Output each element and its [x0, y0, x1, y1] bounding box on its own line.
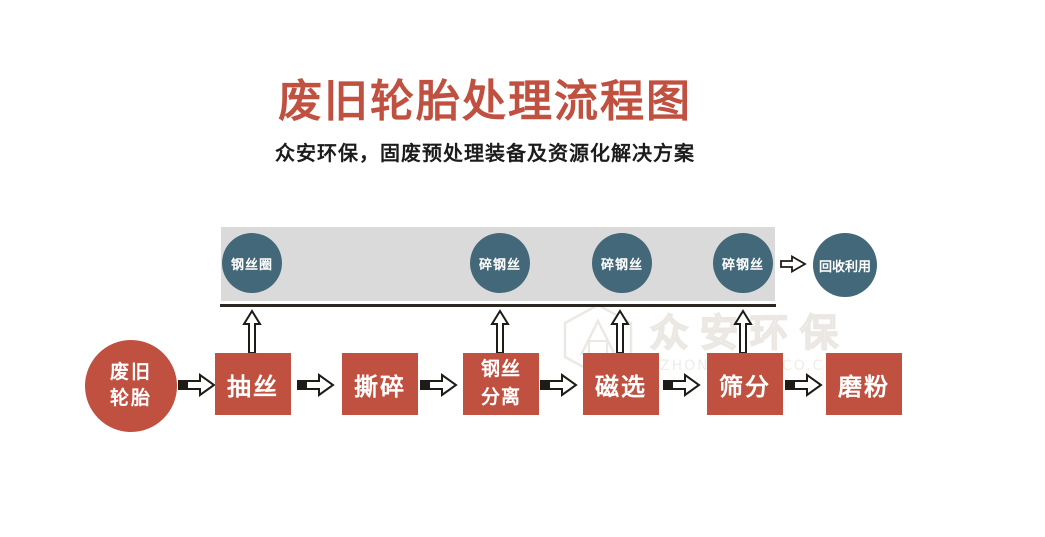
flow-arrow-icon	[663, 373, 701, 397]
page-subtitle: 众安环保，固废预处理装备及资源化解决方案	[275, 141, 695, 166]
up-arrow-icon	[610, 309, 630, 354]
process-step-4: 磁选	[583, 353, 659, 415]
page-title: 废旧轮胎处理流程图	[278, 76, 692, 127]
header: 废旧轮胎处理流程图 众安环保，固废预处理装备及资源化解决方案	[60, 76, 910, 166]
output-node-steel-scrap-1: 碎钢丝	[470, 233, 530, 293]
flow-arrow-icon	[297, 373, 335, 397]
flow-arrow-icon	[540, 373, 578, 397]
right-arrow-icon	[780, 255, 807, 273]
flow-arrow-icon	[785, 373, 823, 397]
output-node-steel-scrap-2: 碎钢丝	[592, 233, 652, 293]
output-node-steel-scrap-3: 碎钢丝	[713, 233, 773, 293]
recycle-node: 回收利用	[813, 233, 877, 297]
flow-arrow-icon	[178, 373, 216, 397]
output-node-steel-ring: 钢丝圈	[222, 233, 282, 293]
process-step-2: 撕碎	[342, 353, 418, 415]
process-step-1: 抽丝	[215, 353, 291, 415]
process-step-3: 钢丝 分离	[463, 353, 539, 415]
process-step-5: 筛分	[707, 353, 783, 415]
up-arrow-icon	[242, 309, 262, 354]
up-arrow-icon	[490, 309, 510, 354]
up-arrow-icon	[733, 309, 753, 354]
source-node-waste-tire: 废旧 轮胎	[85, 340, 177, 432]
band-underline	[220, 304, 776, 307]
flow-arrow-icon	[420, 373, 458, 397]
process-step-6: 磨粉	[826, 353, 902, 415]
